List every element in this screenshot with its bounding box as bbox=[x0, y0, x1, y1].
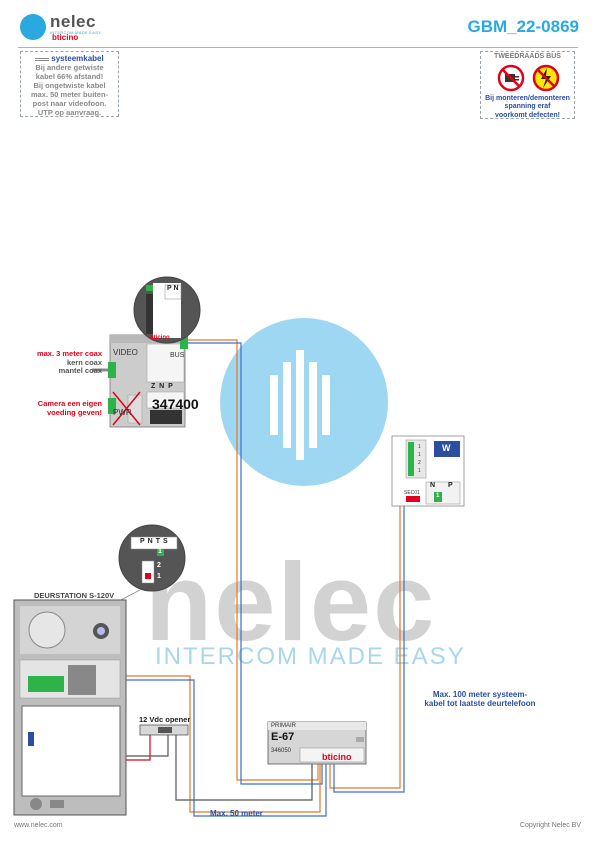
warning-line: spanning eraf bbox=[504, 103, 551, 110]
monitor-terminal-n: N bbox=[430, 482, 436, 489]
note-camera-power-2: voeding geven! bbox=[46, 408, 102, 417]
warning-line: voorkomt defecten! bbox=[495, 111, 560, 119]
no-lightning-icon bbox=[532, 64, 560, 91]
psu-model: E-67 bbox=[271, 731, 295, 743]
module-code: 347400 bbox=[152, 396, 199, 412]
warning-line: Bij monteren/demonteren bbox=[485, 94, 570, 102]
monitor-unit bbox=[391, 435, 465, 507]
info-line: Bij andere getwiste bbox=[35, 63, 104, 72]
info-line: post naar videofoon. bbox=[32, 99, 107, 108]
info-line: Bij ongetwiste kabel bbox=[33, 81, 106, 90]
info-line: UTP op aanvraag. bbox=[37, 108, 102, 117]
no-plug-icon bbox=[497, 64, 525, 91]
brand-sub: bticino bbox=[52, 33, 79, 42]
monitor-side-label: 1 bbox=[418, 452, 421, 458]
note-camera-power-1: Camera een eigen bbox=[37, 399, 102, 408]
header-divider bbox=[18, 47, 578, 48]
module-bus-label: BUS bbox=[170, 352, 185, 359]
zoom-terminal-label: P N bbox=[167, 285, 179, 292]
module-video-label: VIDEO bbox=[113, 348, 138, 357]
info-line: kabel 66% afstand! bbox=[35, 72, 104, 81]
door-station-label: DEURSTATION S-120V bbox=[34, 591, 115, 600]
module-347400 bbox=[108, 334, 188, 428]
dip-label-2: 2 bbox=[157, 562, 161, 569]
note-max-100m-line1: Max. 100 meter systeem- bbox=[432, 690, 528, 699]
terminal-label: Z N P bbox=[151, 383, 173, 390]
monitor-left-label: SEC01 bbox=[404, 490, 420, 496]
note-max-100m: Max. 100 meter systeem- kabel tot laatst… bbox=[410, 690, 550, 708]
monitor-side-label: 1 bbox=[418, 468, 421, 474]
switch-t: T bbox=[155, 538, 164, 545]
module-pwr-label: PWR bbox=[113, 408, 132, 417]
monitor-value: 1 bbox=[436, 493, 440, 499]
opener-label: 12 Vdc opener bbox=[139, 715, 191, 724]
switch-p: P bbox=[140, 538, 148, 545]
zoom-terminal-n: N bbox=[173, 285, 179, 292]
switch-s: S bbox=[163, 538, 171, 545]
monitor-terminal-p: P bbox=[448, 482, 453, 489]
monitor-badge: W bbox=[442, 443, 451, 453]
note-coax-max: max. 3 meter coax bbox=[36, 349, 102, 358]
terminal-p: P bbox=[168, 383, 173, 390]
door-opener bbox=[139, 724, 189, 736]
monitor-side-labels: 1 1 2 1 bbox=[418, 443, 421, 475]
warning-title: TWEEDRAADS BUS bbox=[494, 53, 561, 60]
brand-tagline: INTERCOM MADE EASY bbox=[50, 30, 102, 35]
cable-info-box: systeemkabel Bij andere getwiste kabel 6… bbox=[20, 51, 119, 117]
cable-icon bbox=[35, 57, 50, 61]
door-switch-value: 1 bbox=[158, 548, 162, 555]
brand-name: nelec bbox=[50, 12, 96, 31]
terminal-n: N bbox=[159, 383, 165, 390]
zoom-terminal-p: P bbox=[167, 285, 172, 292]
switch-n: N bbox=[147, 538, 156, 545]
monitor-side-label: 1 bbox=[418, 444, 421, 450]
door-switch-labels: PNTS bbox=[140, 538, 171, 545]
note-core-coax: kern coax bbox=[66, 358, 102, 367]
dip-label-1: 1 bbox=[157, 573, 161, 580]
nelec-logo-icon bbox=[20, 14, 46, 40]
info-line: max. 50 meter buiten- bbox=[30, 90, 109, 99]
note-max-100m-line2: kabel tot laatste deurtelefoon bbox=[424, 699, 536, 708]
bus-warning-box: TWEEDRAADS BUS Bij monteren/demonteren s… bbox=[480, 51, 575, 119]
note-max-50m: Max. 50 meter bbox=[210, 809, 263, 818]
note-shield-coax: mantel coax bbox=[58, 366, 102, 375]
monitor-side-label: 2 bbox=[418, 460, 421, 466]
terminal-z: Z bbox=[151, 383, 156, 390]
module-brand: bticino bbox=[150, 335, 170, 341]
footer-website: www.nelec.com bbox=[14, 822, 63, 829]
psu-brand: bticino bbox=[322, 752, 352, 762]
psu-code: 346050 bbox=[271, 748, 292, 754]
watermark-tagline: INTERCOM MADE EASY bbox=[155, 643, 466, 670]
door-station-s120v bbox=[13, 599, 127, 816]
psu-top-label: PRIMAIR bbox=[271, 723, 297, 729]
watermark-word: nelec bbox=[145, 541, 437, 664]
cable-info-title: systeemkabel bbox=[24, 54, 115, 63]
document-id: GBM_22-0869 bbox=[467, 17, 579, 36]
zoom-detail-bus-terminals bbox=[133, 276, 201, 344]
warning-icons bbox=[497, 64, 560, 91]
power-supply-e67 bbox=[267, 721, 367, 765]
footer-copyright: Copyright Nelec BV bbox=[519, 822, 581, 829]
zoom-detail-door-switch bbox=[114, 524, 186, 604]
